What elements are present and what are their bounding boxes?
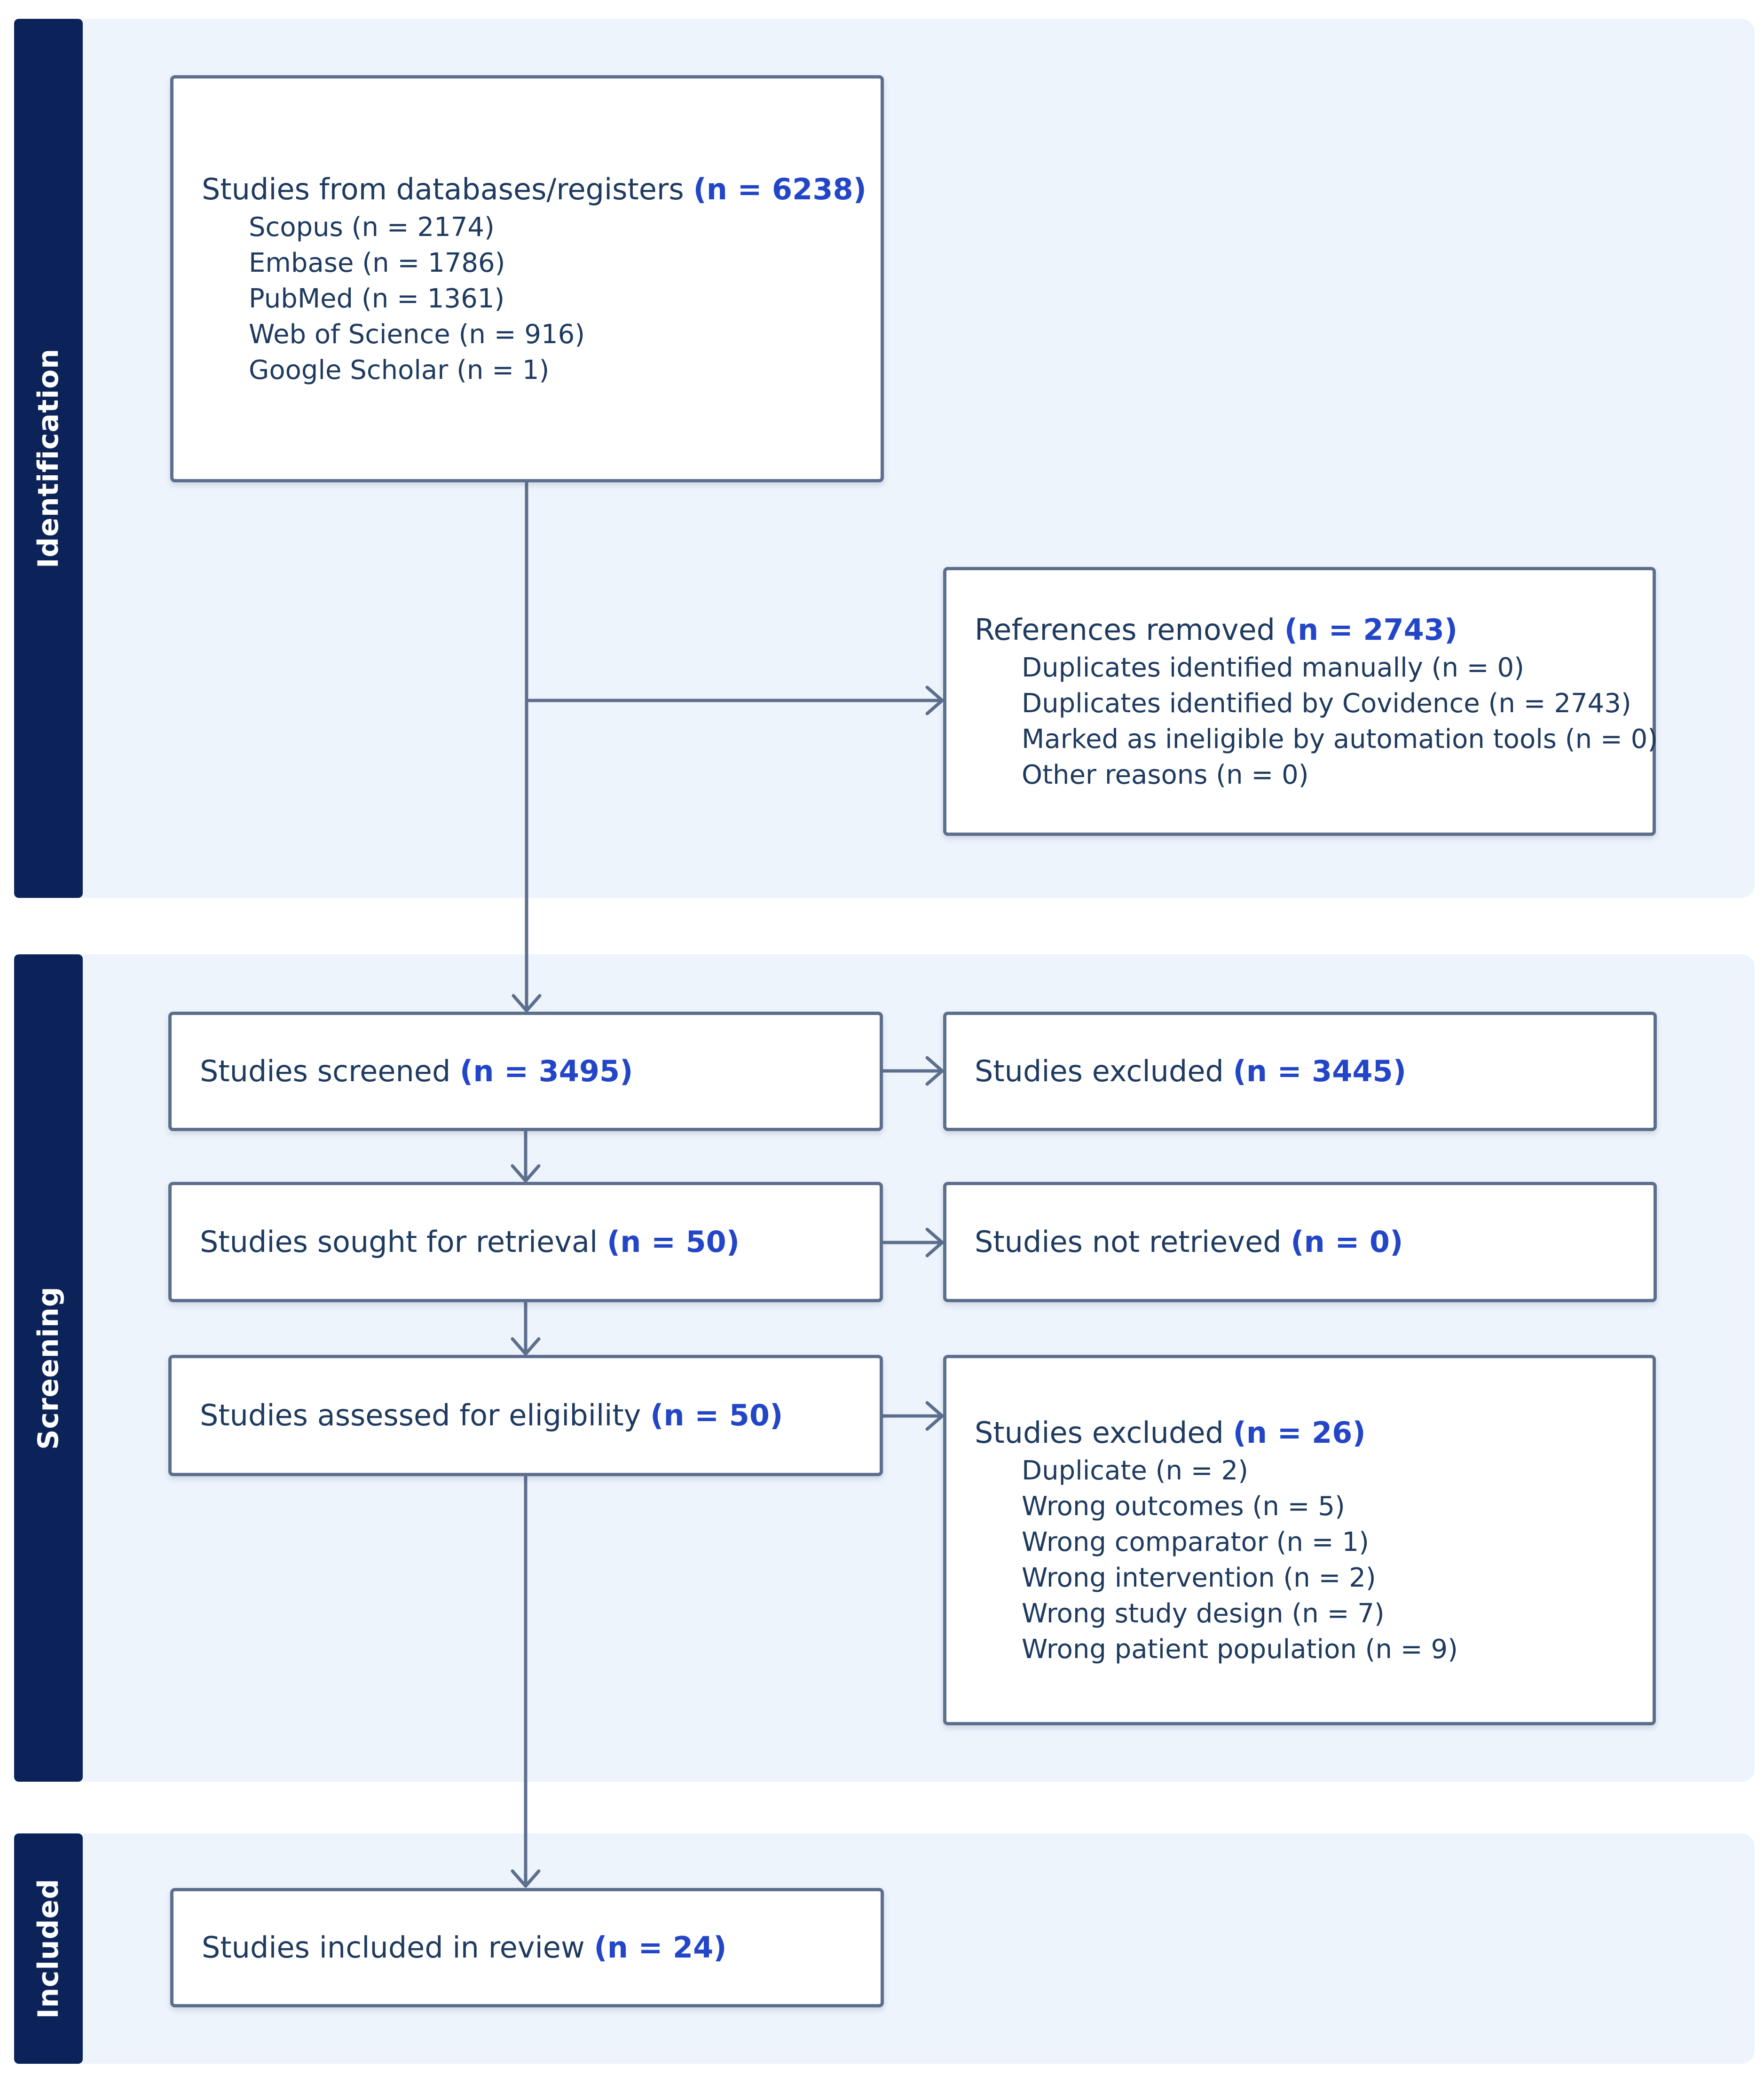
databases-count: (n = 6238): [693, 172, 866, 206]
references-removed-title: References removed (n = 2743): [975, 610, 1638, 650]
arrowhead-assessed: [511, 1337, 541, 1356]
exclusion-reason-item: Wrong intervention (n = 2): [1022, 1563, 1376, 1593]
included-review-title: Studies included in review (n = 24): [202, 1927, 866, 1968]
not-retrieved-title: Studies not retrieved (n = 0): [975, 1222, 1639, 1262]
arrowhead-sought: [511, 1164, 541, 1183]
references-removed-label: References removed: [975, 613, 1276, 647]
assessed-label: Studies assessed for eligibility: [200, 1398, 641, 1432]
not-retrieved-box: Studies not retrieved (n = 0): [943, 1182, 1657, 1302]
identification-phase-label: Identification: [14, 19, 83, 898]
removal-reason-item: Duplicates identified manually (n = 0): [1022, 653, 1524, 683]
sought-count: (n = 50): [606, 1225, 740, 1259]
not-retrieved-count: (n = 0): [1291, 1225, 1403, 1259]
references-removed-box: References removed (n = 2743) Duplicates…: [943, 567, 1658, 836]
excluded-full-text-box: Studies excluded (n = 26) Duplicate (n =…: [943, 1355, 1656, 1725]
assessed-count: (n = 50): [650, 1398, 783, 1432]
databases-label: Studies from databases/registers: [202, 172, 684, 206]
included-phase-label: Included: [14, 1833, 83, 2064]
exclusion-reason-item: Wrong comparator (n = 1): [1022, 1527, 1369, 1557]
included-review-label: Studies included in review: [202, 1930, 585, 1965]
sought-box: Studies sought for retrieval (n = 50): [168, 1182, 883, 1302]
excluded-full-text-count: (n = 26): [1233, 1415, 1366, 1450]
exclusion-reason-item: Duplicate (n = 2): [1022, 1455, 1248, 1486]
database-item: Web of Science (n = 916): [249, 319, 585, 350]
not-retrieved-label: Studies not retrieved: [975, 1225, 1282, 1259]
screened-title: Studies screened (n = 3495): [200, 1051, 866, 1092]
screened-box: Studies screened (n = 3495): [168, 1012, 883, 1131]
sought-title: Studies sought for retrieval (n = 50): [200, 1222, 866, 1262]
exclusion-reason-item: Wrong study design (n = 7): [1022, 1598, 1385, 1629]
database-item: Google Scholar (n = 1): [249, 355, 550, 385]
arrowhead-not-retrieved: [925, 1227, 944, 1258]
excluded-full-text-title: Studies excluded (n = 26): [975, 1413, 1638, 1453]
references-removed-count: (n = 2743): [1284, 613, 1458, 647]
screened-label: Studies screened: [200, 1054, 451, 1088]
arrowhead-screened: [512, 994, 542, 1013]
removal-reason-item: Duplicates identified by Covidence (n = …: [1022, 688, 1631, 719]
exclusion-reason-item: Wrong patient population (n = 9): [1022, 1634, 1458, 1665]
databases-title: Studies from databases/registers (n = 62…: [202, 169, 866, 210]
database-item: Scopus (n = 2174): [249, 212, 495, 243]
assessed-title: Studies assessed for eligibility (n = 50…: [200, 1395, 866, 1436]
included-review-count: (n = 24): [594, 1930, 727, 1965]
sought-label: Studies sought for retrieval: [200, 1225, 598, 1259]
screened-count: (n = 3495): [460, 1054, 633, 1088]
database-item: Embase (n = 1786): [249, 248, 505, 278]
assessed-box: Studies assessed for eligibility (n = 50…: [168, 1355, 883, 1476]
excluded-screening-count: (n = 3445): [1233, 1054, 1407, 1088]
exclusion-reason-item: Wrong outcomes (n = 5): [1022, 1491, 1345, 1522]
arrowhead-references-removed: [925, 685, 944, 716]
excluded-screening-label: Studies excluded: [975, 1054, 1224, 1088]
excluded-screening-box: Studies excluded (n = 3445): [943, 1012, 1657, 1131]
excluded-full-text-label: Studies excluded: [975, 1415, 1224, 1450]
excluded-screening-title: Studies excluded (n = 3445): [975, 1051, 1639, 1092]
removal-reason-item: Other reasons (n = 0): [1022, 760, 1309, 790]
removal-reason-item: Marked as ineligible by automation tools…: [1022, 724, 1658, 755]
screening-phase-label: Screening: [14, 954, 83, 1782]
database-item: PubMed (n = 1361): [249, 283, 505, 314]
included-review-box: Studies included in review (n = 24): [170, 1888, 884, 2007]
databases-box: Studies from databases/registers (n = 62…: [170, 75, 884, 482]
arrowhead-excluded-full: [925, 1401, 944, 1431]
arrowhead-excluded-screen: [925, 1056, 944, 1086]
arrowhead-included: [511, 1869, 541, 1888]
